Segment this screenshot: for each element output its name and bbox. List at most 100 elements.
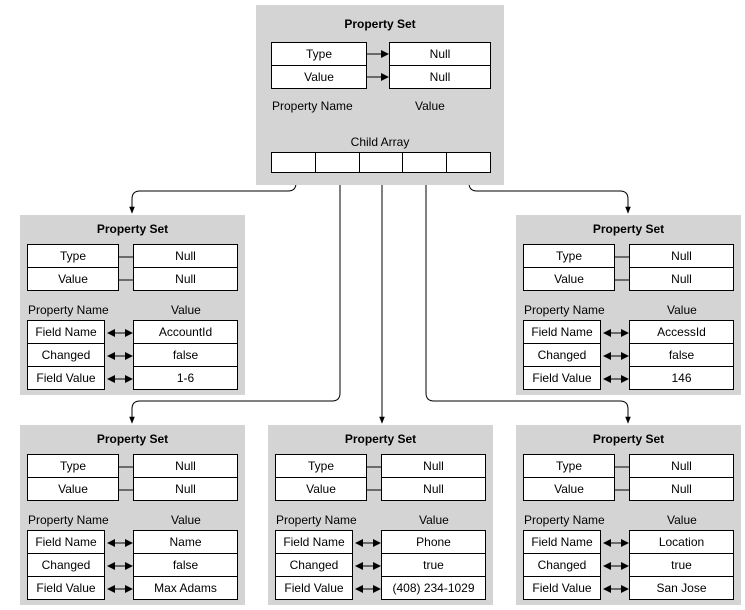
field-property-name: Field Value	[27, 366, 105, 390]
field-property-value: San Jose	[629, 576, 734, 600]
bidirectional-arrow-icon	[107, 537, 133, 551]
field-property-name: Changed	[523, 553, 601, 577]
type-value: Null	[629, 454, 734, 478]
bidirectional-arrow-icon	[355, 583, 381, 597]
value-value: Null	[133, 477, 238, 501]
field-property-name: Field Name	[27, 320, 105, 344]
type-value: Null	[629, 244, 734, 268]
type-label: Type	[523, 244, 615, 268]
property-name-header: Property Name	[524, 303, 605, 317]
field-property-name: Field Name	[523, 320, 601, 344]
field-property-name: Changed	[27, 553, 105, 577]
field-property-name: Field Name	[275, 530, 353, 554]
arrow-right-icon	[367, 73, 389, 81]
field-property-name: Field Name	[27, 530, 105, 554]
field-property-value: Location	[629, 530, 734, 554]
child-array-slot	[403, 153, 448, 172]
property-name-header: Property Name	[524, 513, 605, 527]
child-array	[271, 152, 491, 173]
bidirectional-arrow-icon	[603, 537, 629, 551]
child-array-slot	[447, 153, 490, 172]
property-name-header: Property Name	[276, 513, 357, 527]
field-property-value: 146	[629, 366, 734, 390]
root-property-set: Property Set Type Null Value Null Proper…	[256, 5, 504, 185]
set-title: Property Set	[96, 222, 169, 236]
field-property-value: Name	[133, 530, 238, 554]
field-property-value: true	[381, 553, 486, 577]
field-property-value: false	[133, 553, 238, 577]
bidirectional-arrow-icon	[603, 350, 629, 364]
root-value-header: Value	[415, 99, 445, 113]
root-value-value: Null	[389, 65, 491, 89]
value-value: Null	[629, 267, 734, 291]
child-array-slot	[360, 153, 404, 172]
arrow-right-icon	[367, 50, 389, 58]
field-property-value: true	[629, 553, 734, 577]
field-property-name: Changed	[27, 343, 105, 367]
value-header: Value	[419, 513, 449, 527]
property-name-header: Property Name	[28, 513, 109, 527]
value-label: Value	[27, 477, 119, 501]
bidirectional-arrow-icon	[355, 537, 381, 551]
type-label: Type	[27, 244, 119, 268]
root-type-value: Null	[389, 42, 491, 66]
bidirectional-arrow-icon	[603, 373, 629, 387]
field-property-value: AccessId	[629, 320, 734, 344]
value-label: Value	[523, 267, 615, 291]
bidirectional-arrow-icon	[603, 583, 629, 597]
type-value: Null	[133, 454, 238, 478]
field-property-name: Field Value	[27, 576, 105, 600]
field-property-name: Field Name	[523, 530, 601, 554]
value-label: Value	[275, 477, 367, 501]
field-property-value: false	[133, 343, 238, 367]
bidirectional-arrow-icon	[107, 583, 133, 597]
root-title: Property Set	[344, 17, 416, 31]
bidirectional-arrow-icon	[107, 560, 133, 574]
value-label: Value	[27, 267, 119, 291]
field-property-name: Field Value	[275, 576, 353, 600]
set-title: Property Set	[592, 222, 665, 236]
type-value: Null	[133, 244, 238, 268]
field-property-value: AccountId	[133, 320, 238, 344]
value-value: Null	[133, 267, 238, 291]
field-property-name: Changed	[275, 553, 353, 577]
field-property-value: Max Adams	[133, 576, 238, 600]
set-title: Property Set	[344, 432, 417, 446]
value-header: Value	[171, 513, 201, 527]
type-value: Null	[381, 454, 486, 478]
connector-to-set-3	[129, 172, 341, 424]
root-property-name-header: Property Name	[272, 99, 353, 113]
value-label: Value	[523, 477, 615, 501]
child-array-slot	[316, 153, 360, 172]
bidirectional-arrow-icon	[355, 560, 381, 574]
connector-to-set-2	[468, 172, 631, 214]
type-label: Type	[523, 454, 615, 478]
bidirectional-arrow-icon	[107, 373, 133, 387]
value-header: Value	[171, 303, 201, 317]
root-type-label: Type	[271, 42, 367, 66]
field-property-value: false	[629, 343, 734, 367]
connector-to-set-5	[425, 172, 631, 424]
value-value: Null	[629, 477, 734, 501]
set-title: Property Set	[592, 432, 665, 446]
field-property-name: Field Value	[523, 366, 601, 390]
bidirectional-arrow-icon	[107, 350, 133, 364]
type-label: Type	[275, 454, 367, 478]
field-property-value: (408) 234-1029	[381, 576, 486, 600]
bidirectional-arrow-icon	[603, 560, 629, 574]
type-label: Type	[27, 454, 119, 478]
connector-to-set-1	[129, 172, 297, 214]
field-property-value: 1-6	[133, 366, 238, 390]
field-property-value: Phone	[381, 530, 486, 554]
field-property-name: Changed	[523, 343, 601, 367]
value-header: Value	[667, 513, 697, 527]
value-header: Value	[667, 303, 697, 317]
set-title: Property Set	[96, 432, 169, 446]
bidirectional-arrow-icon	[107, 327, 133, 341]
